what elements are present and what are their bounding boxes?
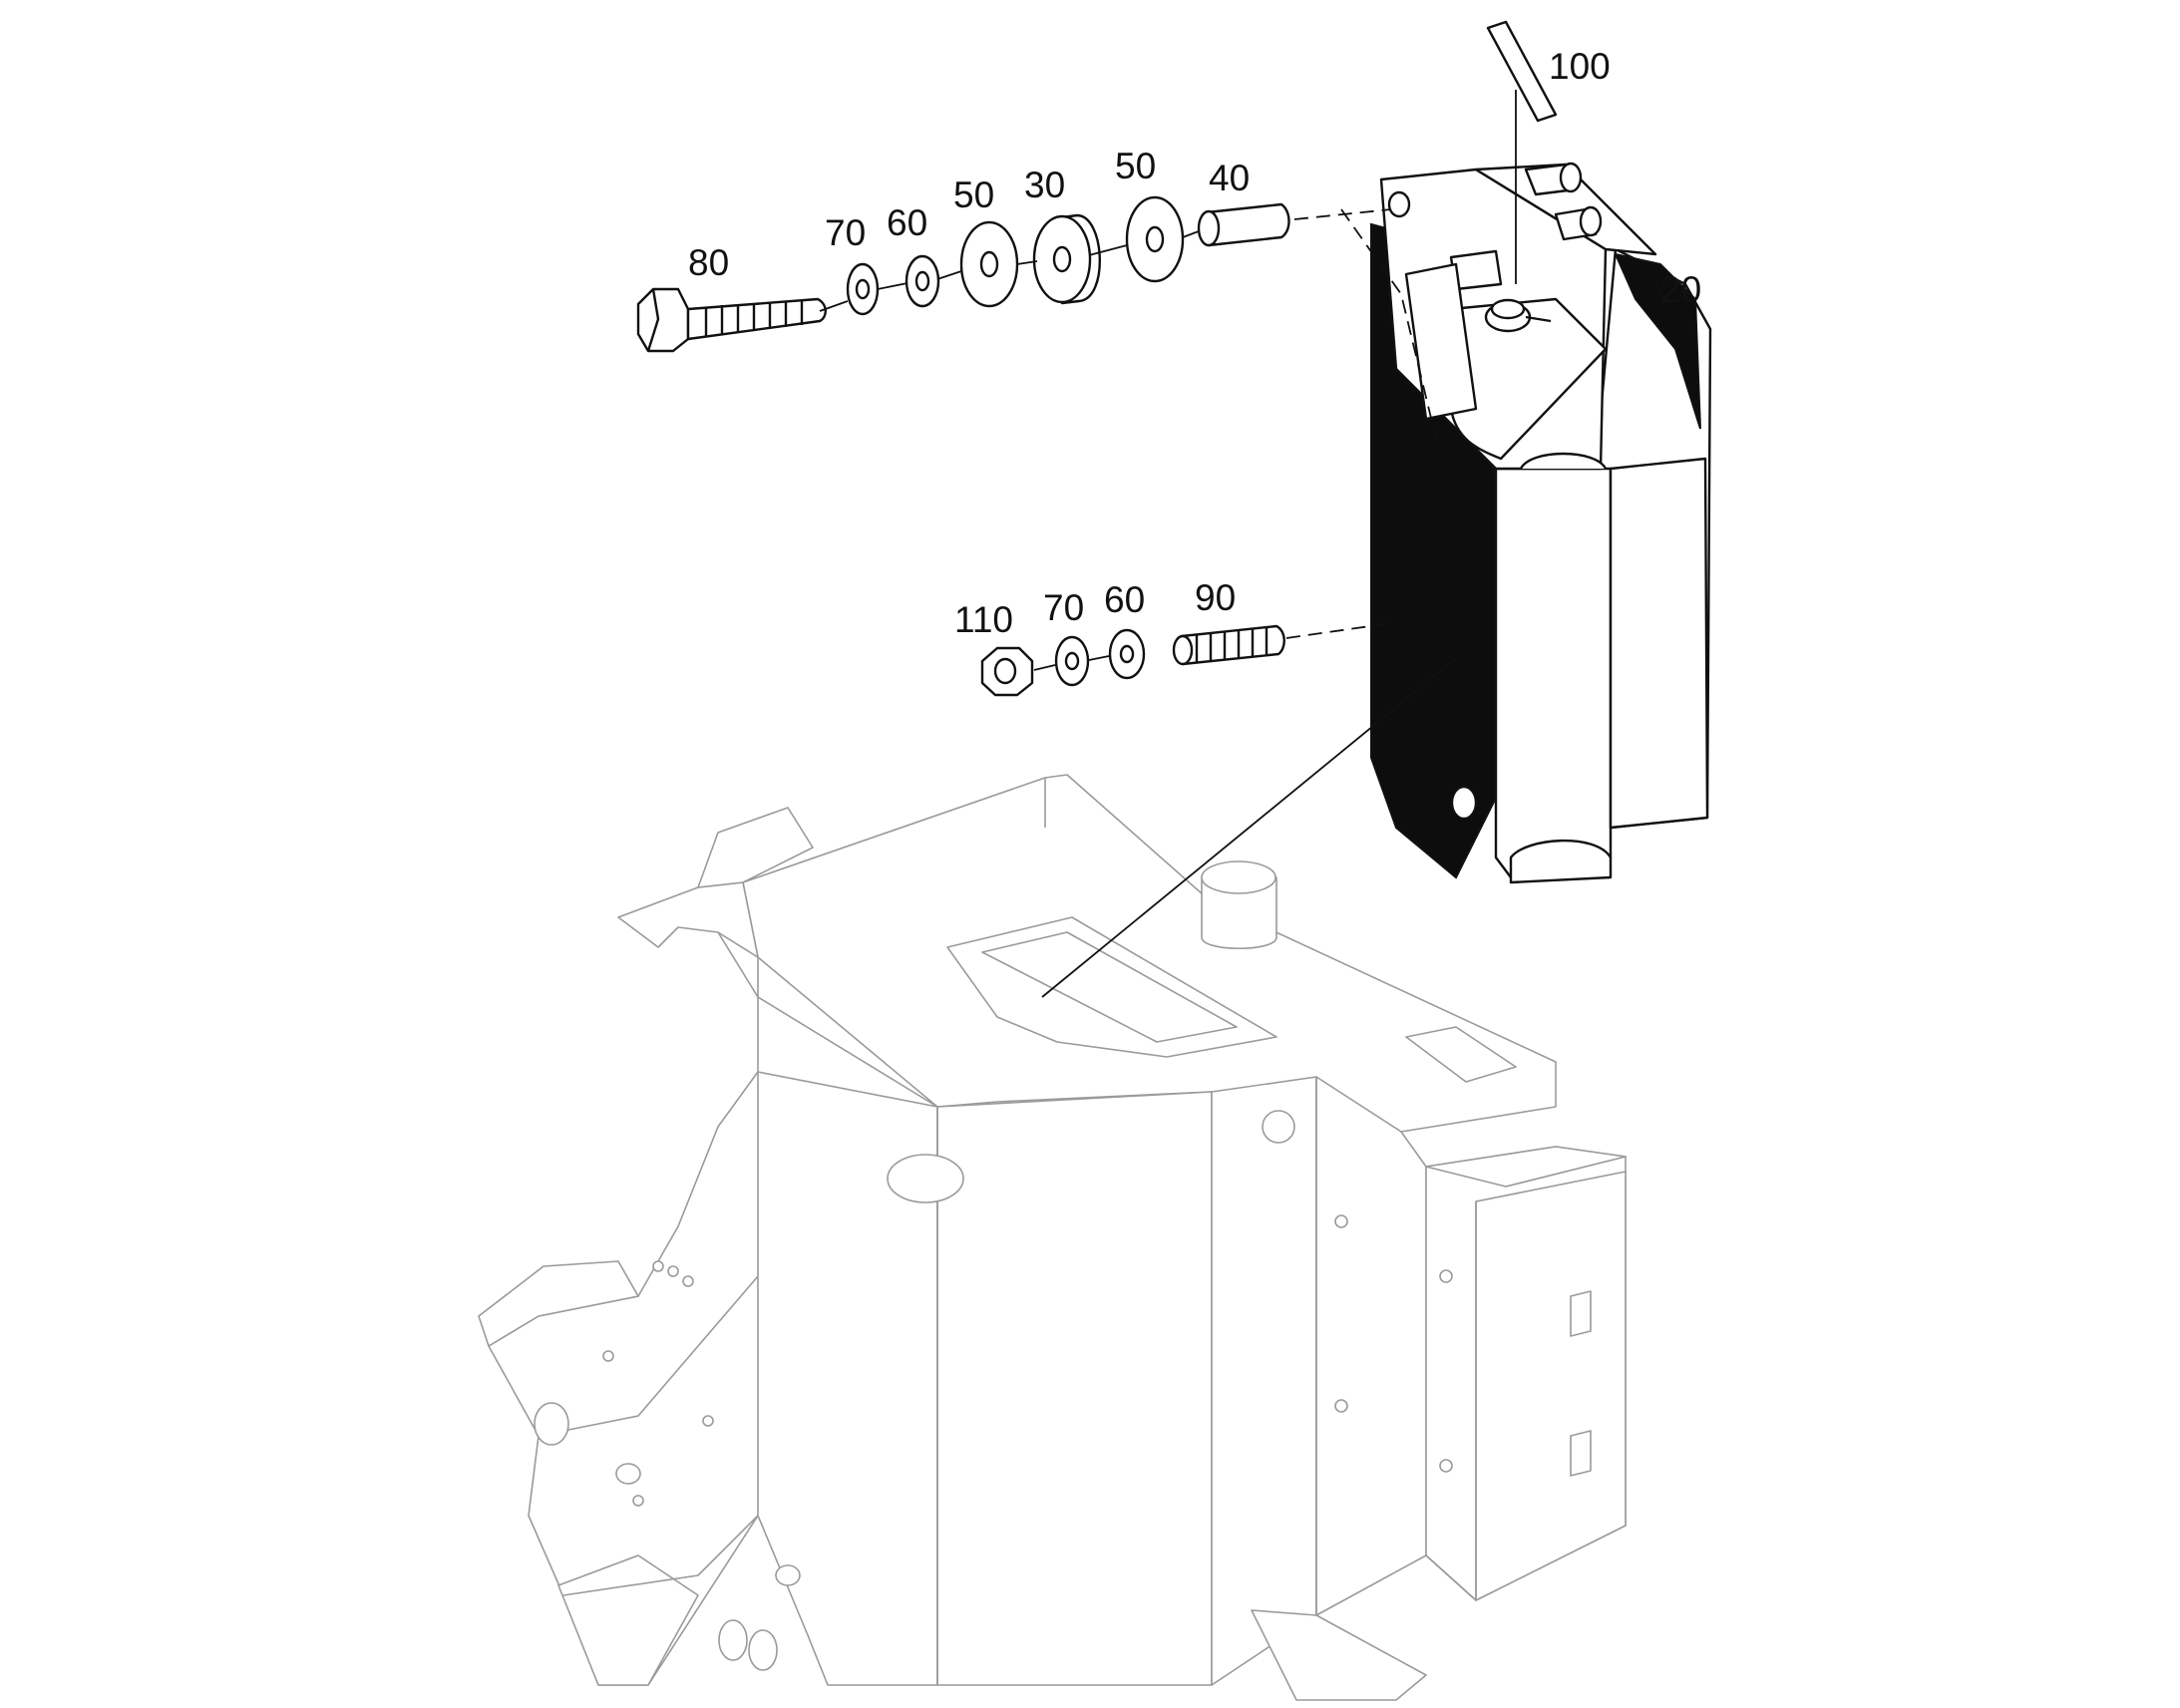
leader-20 (1654, 280, 1664, 300)
washer-60-lower (1108, 628, 1146, 680)
callout-30: 30 (1024, 165, 1065, 205)
callout-70-upper: 70 (825, 212, 866, 253)
callout-100: 100 (1549, 46, 1611, 87)
lower-fastener-stack (980, 622, 1392, 697)
callout-60-lower: 60 (1104, 579, 1145, 620)
callout-labels: 100 20 80 70 60 50 30 50 40 110 70 60 90 (688, 46, 1701, 640)
upper-fastener-stack (636, 195, 1437, 440)
callout-110: 110 (954, 599, 1013, 640)
washer-60-upper (905, 254, 940, 308)
callout-40: 40 (1209, 158, 1250, 198)
threaded-stud-90 (1172, 624, 1285, 666)
callout-70-lower: 70 (1043, 587, 1084, 628)
rubber-mount-30 (1032, 213, 1101, 305)
callout-90: 90 (1195, 577, 1236, 618)
washer-50-right (1125, 195, 1185, 283)
radiator-assembly (1370, 162, 1712, 884)
callout-20: 20 (1660, 269, 1701, 310)
callout-80: 80 (688, 242, 729, 283)
leader-radiator-to-frame (1041, 657, 1457, 998)
machine-frame (478, 774, 1627, 1701)
hex-bolt-80 (636, 287, 827, 353)
decal-100 (1486, 20, 1558, 123)
hex-nut-110 (980, 646, 1034, 697)
callout-50-right: 50 (1115, 146, 1156, 186)
leader-lines (1041, 90, 1664, 998)
washer-70-lower (1054, 635, 1090, 687)
sleeve-40 (1197, 202, 1290, 247)
callout-60-upper: 60 (887, 202, 927, 243)
washer-50-left (959, 220, 1019, 308)
callout-50-left: 50 (953, 174, 994, 215)
washer-70-upper (846, 262, 880, 316)
